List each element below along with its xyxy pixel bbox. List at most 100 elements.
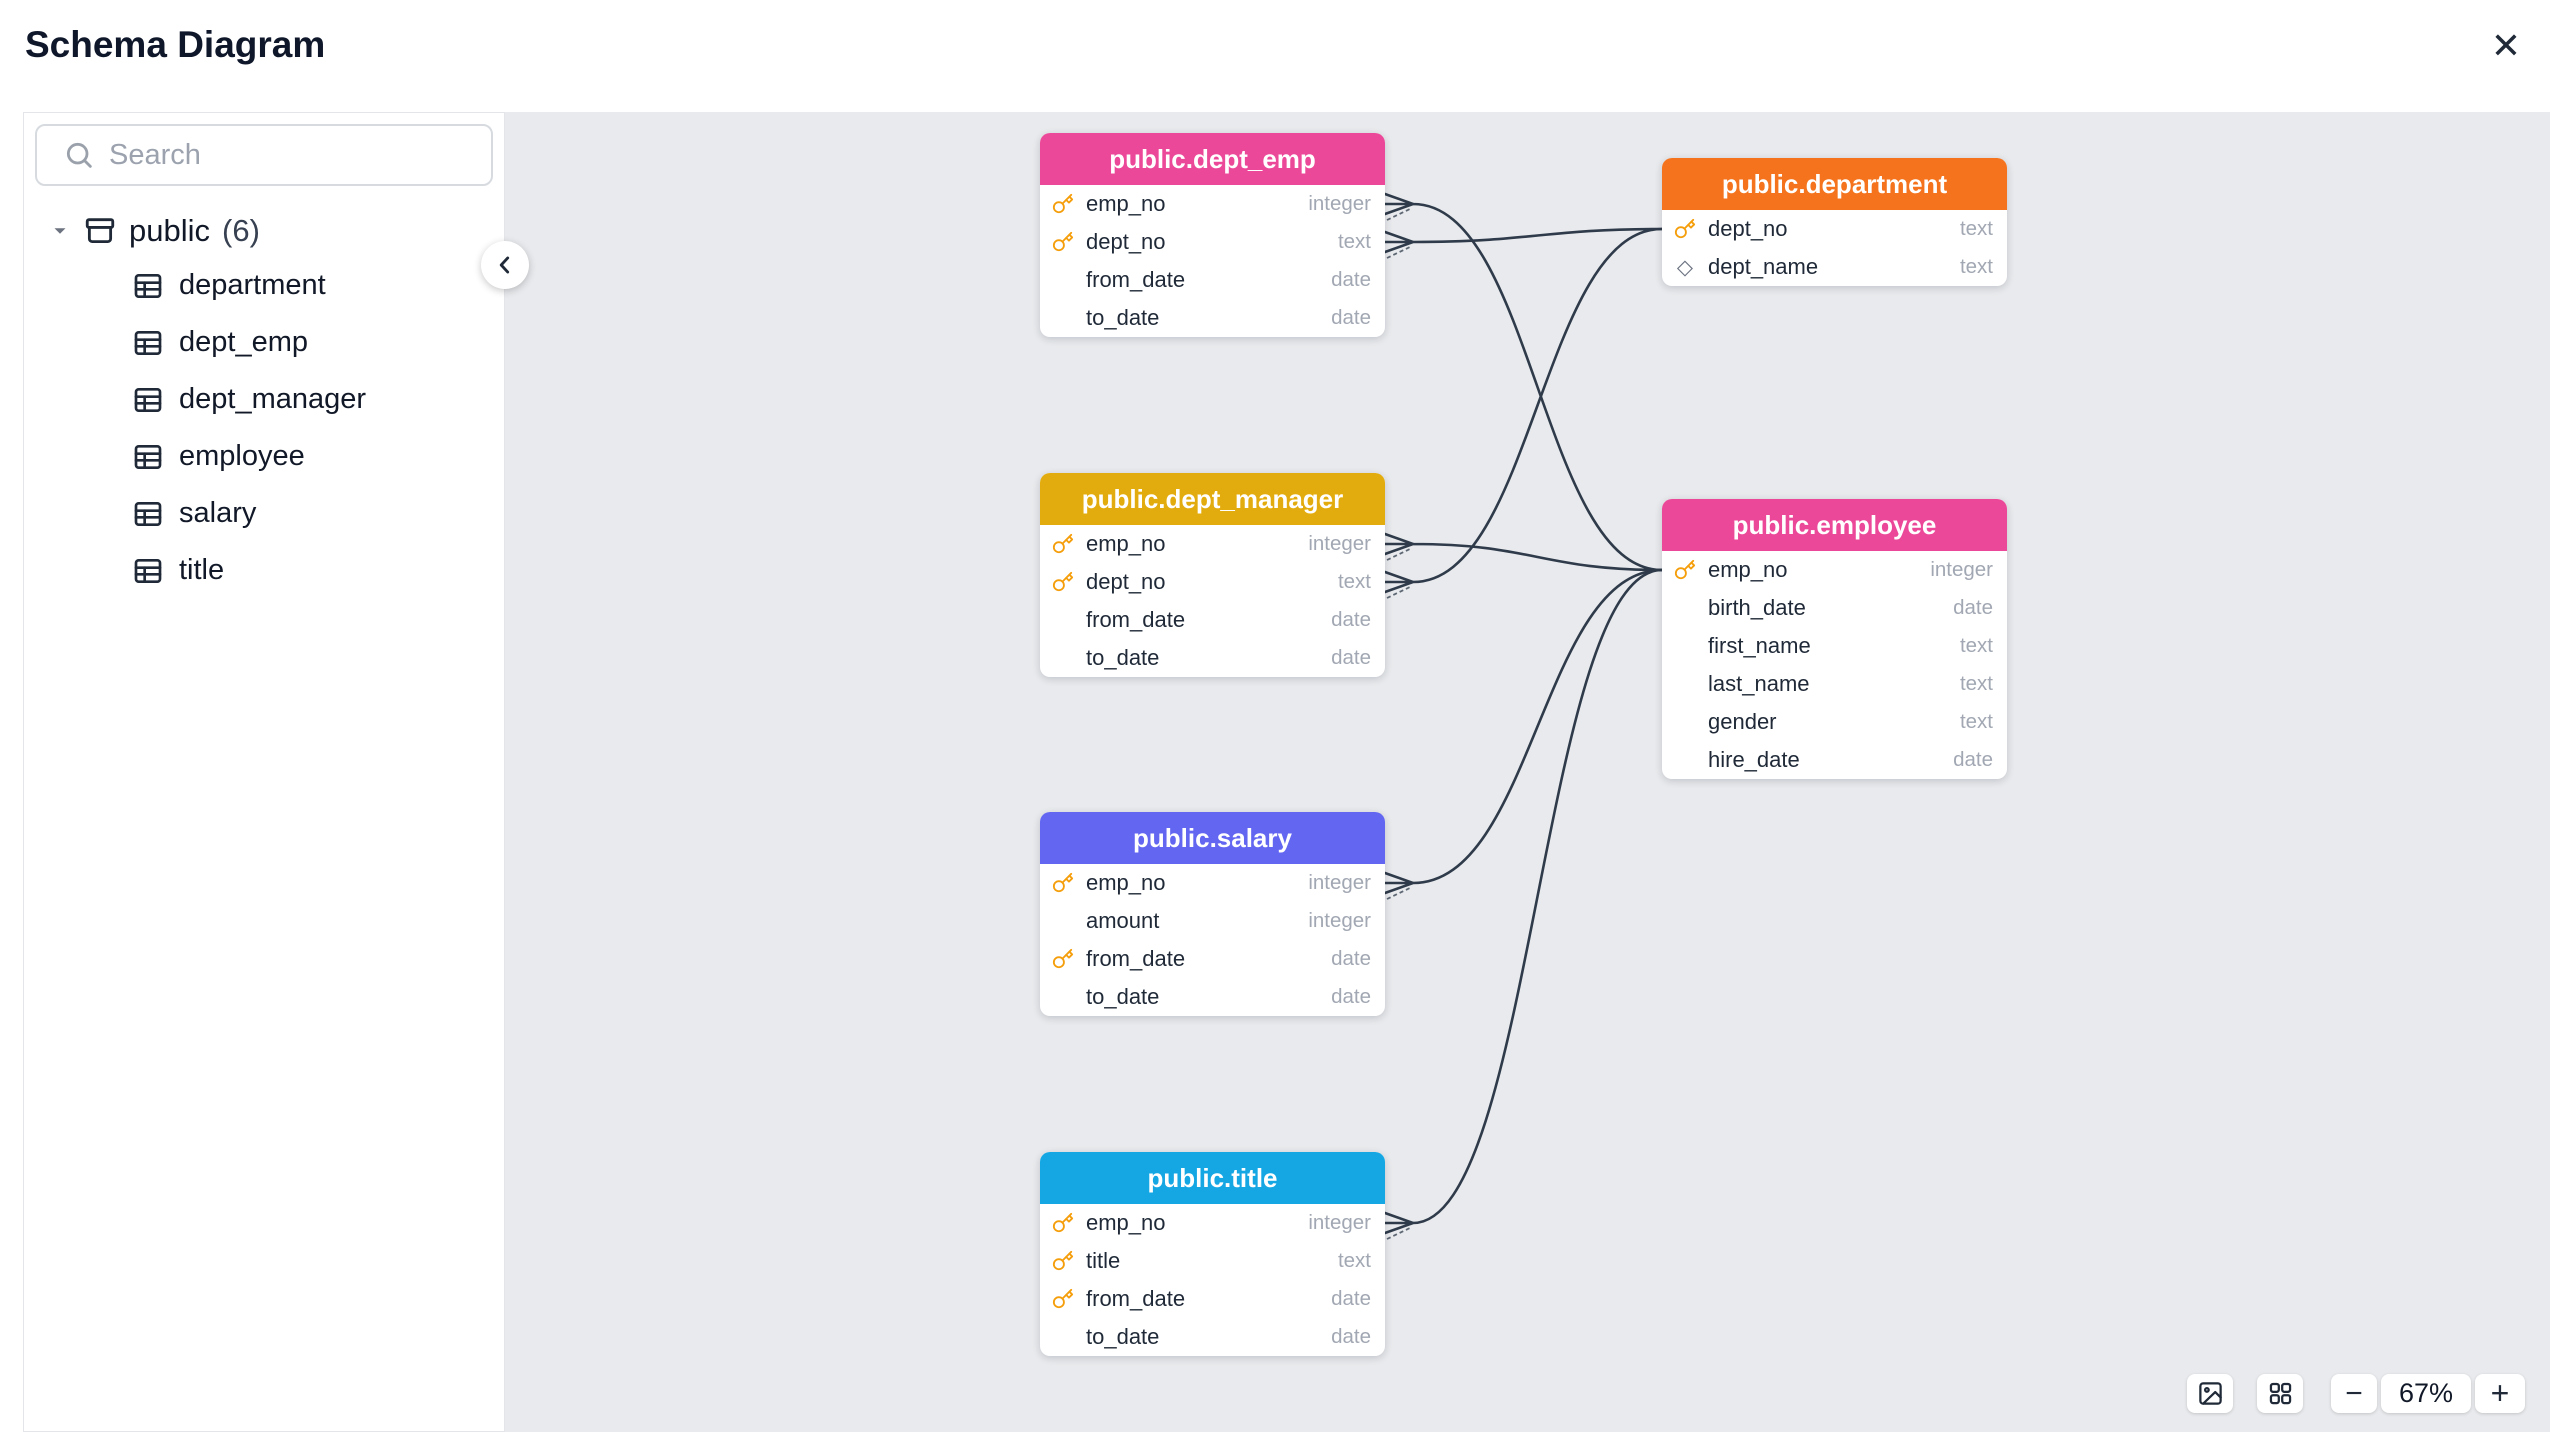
field-type: text (1337, 230, 1371, 253)
field-type: text (1959, 217, 1993, 240)
primary-key-icon (1050, 569, 1076, 595)
view-controls: − 67% + (2187, 1374, 2525, 1413)
field-row: dept_no text (1662, 210, 2007, 248)
field-type: text (1959, 634, 1993, 657)
diagram-canvas[interactable] (505, 112, 2550, 1432)
field-row: dept_no text (1040, 563, 1385, 601)
primary-key-icon (1050, 191, 1076, 217)
field-name: from_date (1086, 607, 1186, 632)
field-type: integer (1930, 558, 1993, 581)
entity-title[interactable]: public.dept_manager (1040, 473, 1385, 525)
image-icon (2197, 1380, 2224, 1407)
schema-name: public (129, 213, 210, 248)
sidebar-item-department[interactable]: department (24, 257, 504, 314)
zoom-in-button[interactable]: + (2475, 1374, 2525, 1413)
chevron-left-icon (492, 252, 518, 278)
entity-title[interactable]: public.salary (1040, 812, 1385, 864)
sidebar-item-salary[interactable]: salary (24, 485, 504, 542)
minus-icon: − (2345, 1376, 2363, 1410)
table-name: employee (179, 440, 305, 472)
field-type: date (1953, 748, 1993, 771)
export-image-button[interactable] (2187, 1374, 2233, 1413)
field-type: integer (1308, 1211, 1371, 1234)
field-type: date (1331, 947, 1371, 970)
field-row: to_date date (1040, 639, 1385, 677)
field-type: text (1337, 570, 1371, 593)
field-type: date (1331, 608, 1371, 631)
schema-node-public[interactable]: public (6) (24, 205, 504, 257)
field-type: date (1331, 985, 1371, 1008)
field-row: hire_date date (1662, 741, 2007, 779)
primary-key-icon (1050, 531, 1076, 557)
field-name: gender (1708, 709, 1777, 734)
search-icon (63, 139, 95, 171)
zoom-control: − 67% + (2331, 1374, 2525, 1413)
field-name: dept_name (1708, 254, 1819, 279)
field-name: birth_date (1708, 595, 1806, 620)
field-name: emp_no (1086, 531, 1166, 556)
field-name: hire_date (1708, 747, 1800, 772)
sidebar-item-dept_emp[interactable]: dept_emp (24, 314, 504, 371)
sidebar-item-title[interactable]: title (24, 542, 504, 599)
field-name: from_date (1086, 1286, 1186, 1311)
close-icon: ✕ (2490, 25, 2522, 66)
table-icon (132, 327, 164, 359)
primary-key-icon (1050, 1286, 1076, 1312)
field-type: date (1331, 268, 1371, 291)
app-header: Schema Diagram ✕ (0, 0, 2550, 112)
entity-title[interactable]: public.department (1662, 158, 2007, 210)
field-type: date (1331, 646, 1371, 669)
field-name: from_date (1086, 946, 1186, 971)
schema-icon (83, 214, 117, 248)
field-name: dept_no (1086, 569, 1166, 594)
field-type: text (1959, 672, 1993, 695)
entity-title[interactable]: public.employee (1662, 499, 2007, 551)
field-name: emp_no (1086, 191, 1166, 216)
zoom-out-button[interactable]: − (2331, 1374, 2377, 1413)
table-icon (132, 441, 164, 473)
field-name: to_date (1086, 645, 1160, 670)
sidebar-item-employee[interactable]: employee (24, 428, 504, 485)
close-button[interactable]: ✕ (2480, 20, 2532, 72)
field-type: text (1959, 255, 1993, 278)
table-name: title (179, 554, 225, 586)
entity-title[interactable]: public.dept_emp (1040, 133, 1385, 185)
field-type: integer (1308, 909, 1371, 932)
zoom-level: 67% (2381, 1374, 2471, 1413)
auto-layout-button[interactable] (2257, 1374, 2303, 1413)
sidebar-item-dept_manager[interactable]: dept_manager (24, 371, 504, 428)
entity-title[interactable]: public.title (1040, 1152, 1385, 1204)
field-row: from_date date (1040, 601, 1385, 639)
field-type: date (1953, 596, 1993, 619)
field-name: dept_no (1708, 216, 1788, 241)
table-icon (132, 384, 164, 416)
search-input[interactable] (109, 138, 486, 172)
primary-key-icon (1672, 557, 1698, 583)
field-name: to_date (1086, 305, 1160, 330)
grid-icon (2267, 1380, 2294, 1407)
table-icon (132, 270, 164, 302)
sidebar-collapse-button[interactable] (481, 241, 529, 289)
